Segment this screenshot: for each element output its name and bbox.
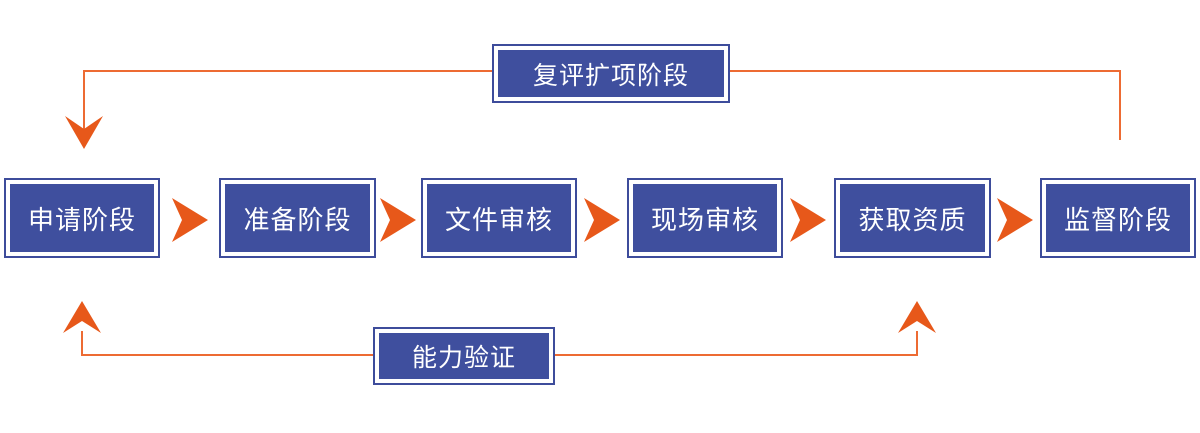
stage-label: 文件审核	[444, 204, 553, 235]
loop-box-reassessment-expansion: 复评扩项阶段	[492, 44, 730, 103]
stage-box-supervision: 监督阶段	[1040, 178, 1196, 258]
stage-box-onsite-review: 现场审核	[627, 178, 783, 258]
top-loop-line-right	[730, 70, 1121, 140]
loop-box-proficiency-testing: 能力验证	[373, 327, 555, 385]
top-loop-line-left	[83, 70, 492, 129]
stage-label: 现场审核	[650, 204, 759, 235]
loop-box-label: 能力验证	[411, 344, 516, 372]
arrowhead-up-right-icon	[898, 301, 936, 333]
stage-label: 监督阶段	[1063, 204, 1172, 235]
loop-box-label: 复评扩项阶段	[532, 61, 689, 90]
stage-box-obtain-qualification: 获取资质	[834, 178, 991, 258]
chevron-right-icon	[584, 198, 620, 242]
stage-label: 申请阶段	[27, 204, 136, 235]
stage-label: 获取资质	[858, 204, 967, 235]
arrowhead-down-icon	[65, 116, 103, 149]
stage-box-application: 申请阶段	[4, 178, 160, 258]
arrowhead-up-left-icon	[63, 301, 101, 333]
chevron-right-icon	[172, 198, 208, 242]
chevron-right-icon	[997, 198, 1033, 242]
chevron-right-icon	[380, 198, 416, 242]
stage-label: 准备阶段	[243, 204, 352, 235]
stage-box-document-review: 文件审核	[421, 178, 577, 258]
stage-box-preparation: 准备阶段	[219, 178, 376, 258]
chevron-right-icon	[790, 198, 826, 242]
